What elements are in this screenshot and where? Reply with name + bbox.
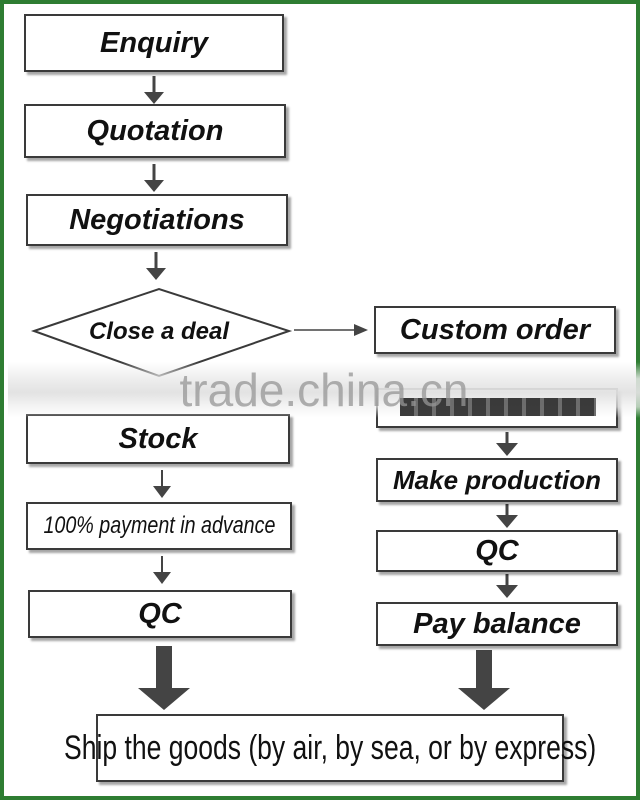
stock-box: Stock bbox=[26, 414, 290, 464]
enquiry-label: Enquiry bbox=[100, 26, 208, 59]
make-production-box: Make production bbox=[376, 458, 618, 502]
arrow-negotiations-deal bbox=[146, 252, 166, 280]
custom-order-box: Custom order bbox=[374, 306, 616, 354]
left-qc-label: QC bbox=[138, 597, 182, 630]
stock-label: Stock bbox=[118, 422, 198, 455]
payment-label: 100% payment in advance bbox=[43, 512, 275, 539]
enquiry-box: Enquiry bbox=[24, 14, 284, 72]
obscured-deposit-label bbox=[400, 398, 596, 416]
arrow-left-qc-ship bbox=[138, 646, 190, 710]
quotation-box: Quotation bbox=[24, 104, 286, 158]
flow-connectors bbox=[30, 76, 518, 710]
payment-box: 100% payment in advance bbox=[26, 502, 292, 550]
negotiations-box: Negotiations bbox=[26, 194, 288, 246]
arrow-enquiry-quotation bbox=[144, 76, 164, 104]
ship-goods-label: Ship the goods (by air, by sea, or by ex… bbox=[63, 728, 597, 767]
custom-order-label: Custom order bbox=[399, 313, 591, 346]
arrow-quotation-negotiations bbox=[144, 164, 164, 192]
pay-balance-label: Pay balance bbox=[413, 607, 581, 640]
arrow-stock-payment bbox=[153, 470, 171, 498]
arrow-pay-balance-ship bbox=[458, 650, 510, 710]
arrow-production-qc bbox=[496, 504, 518, 528]
ship-goods-box: Ship the goods (by air, by sea, or by ex… bbox=[64, 714, 596, 782]
arrow-deposit-production bbox=[496, 432, 518, 456]
quotation-label: Quotation bbox=[86, 114, 224, 147]
arrow-payment-qc bbox=[153, 556, 171, 584]
make-production-label: Make production bbox=[392, 464, 601, 495]
arrow-qc-balance bbox=[496, 574, 518, 598]
negotiations-label: Negotiations bbox=[69, 203, 245, 236]
arrow-deal-custom-order bbox=[294, 324, 368, 336]
pay-balance-box: Pay balance bbox=[376, 602, 618, 646]
right-qc-label: QC bbox=[475, 534, 519, 567]
close-deal-label: Close a deal bbox=[88, 318, 230, 345]
right-qc-box: QC bbox=[376, 530, 618, 572]
close-deal-diamond bbox=[30, 287, 293, 378]
left-qc-box: QC bbox=[28, 590, 292, 638]
